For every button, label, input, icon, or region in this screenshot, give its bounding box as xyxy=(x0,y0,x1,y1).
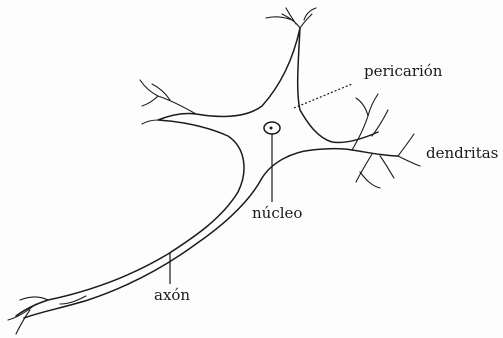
label-dendritas: dendritas xyxy=(426,144,498,162)
soma-outline xyxy=(16,28,398,318)
pericarion-leader xyxy=(294,84,352,108)
label-nucleo: núcleo xyxy=(252,204,302,222)
nucleolus xyxy=(270,127,273,130)
axon-terminals xyxy=(8,296,86,334)
dendrite-right xyxy=(352,94,420,188)
dendrite-top xyxy=(266,8,316,28)
dendrite-left xyxy=(140,80,196,124)
label-axon: axón xyxy=(154,286,190,304)
label-pericarion: pericarión xyxy=(364,62,443,80)
